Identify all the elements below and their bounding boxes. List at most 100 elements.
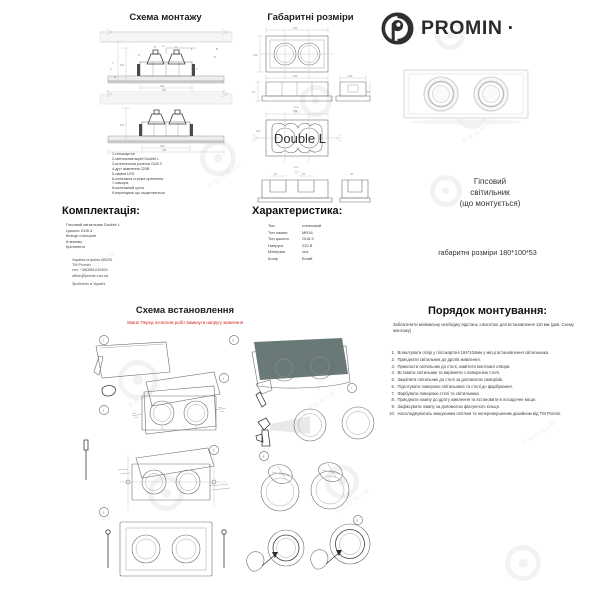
- spec-value: гіпс: [302, 249, 309, 254]
- mounting-steps-list: 1. Влаштувати отвір у гіпсокартоні 184*1…: [388, 350, 593, 418]
- svg-text:3: 3: [175, 45, 177, 49]
- svg-text:184: 184: [293, 109, 298, 113]
- kit-item: Гіпсовий світильник Double L: [66, 222, 121, 227]
- legend-item: 3-штепсельна розетка GU5.3: [112, 161, 162, 166]
- svg-text:184: 184: [162, 88, 167, 92]
- list-item: 10. Насолоджуватись вишуканим світлом та…: [388, 411, 593, 417]
- spec-key: Тип лампи: [268, 229, 288, 235]
- spec-key: Матеріал: [268, 249, 286, 254]
- svg-text:1: 1: [110, 67, 112, 71]
- legend-item: 6-монтажна стрічка кріплення: [112, 176, 164, 181]
- spec-value: 220 В: [302, 242, 313, 248]
- spec-value: GU5.3: [302, 236, 314, 241]
- list-item: 7. Фарбувати поверхню стелі та світильни…: [388, 391, 593, 397]
- svg-text:28: 28: [350, 172, 353, 176]
- product-type-line-2: світильник: [470, 188, 510, 197]
- product-type-line-3: (що монтується): [459, 199, 521, 208]
- list-item: 4. Вставити світильник та вирівняти з по…: [388, 370, 593, 376]
- section-title-mounting-order: Порядок монтування:: [427, 305, 548, 317]
- table-row: Тип стельовий: [268, 223, 321, 230]
- section-title-mounting-scheme: Схема монтажу: [129, 12, 202, 23]
- product-name-wrap: Double L: [0, 130, 600, 148]
- svg-text:184: 184: [162, 148, 167, 152]
- svg-text:9: 9: [356, 518, 358, 522]
- step-text: Приєднати лампу до дроту живлення та вст…: [397, 397, 537, 403]
- contact-phone: тел. +380961010300: [72, 268, 108, 273]
- legend-item: 1-гіпсокартон: [112, 152, 135, 156]
- step-number: 6.: [391, 383, 396, 389]
- brand-name: PROMIN: [421, 17, 503, 39]
- svg-text:3: 3: [102, 408, 104, 412]
- spec-value: Білий: [302, 255, 313, 261]
- step-number: 9.: [391, 404, 396, 410]
- svg-text:7: 7: [196, 67, 198, 71]
- list-item: 1. Влаштувати отвір у гіпсокартоні 184*1…: [388, 350, 593, 356]
- svg-text:100: 100: [348, 74, 353, 78]
- table-row: Напруга 220 В: [268, 243, 321, 250]
- safety-warning: Увага! Перед початком робіт вимкнути нап…: [126, 320, 244, 325]
- spec-key: Напруга: [268, 242, 284, 248]
- brand-dot: ·: [507, 17, 515, 39]
- svg-text:6: 6: [214, 55, 216, 59]
- step-text: Прикласти світильник до стелі, намітити …: [397, 363, 511, 369]
- table-row: Матеріал гіпс: [268, 249, 321, 256]
- svg-text:8: 8: [216, 47, 218, 51]
- svg-text:53: 53: [367, 90, 370, 94]
- step-text: Влаштувати отвір у гіпсокартоні 184*104м…: [397, 350, 550, 355]
- spec-key: Тип цоколя: [268, 236, 289, 241]
- step-text: Фарбувати поверхню стелі та світильника: [397, 390, 479, 396]
- legend-item: 5-лампа LED: [112, 171, 135, 176]
- svg-text:110: 110: [120, 123, 125, 127]
- step-number: 1.: [391, 350, 396, 355]
- spec-key: Колір: [268, 255, 278, 261]
- legend-item: 4-дріт живлення 220В: [112, 166, 150, 171]
- svg-text:180: 180: [160, 144, 165, 148]
- legend-list: 1-гіпсокартон 2-світильник виріб Double …: [112, 152, 165, 196]
- section-title-characteristics: Характеристика:: [252, 205, 343, 217]
- legend-item: 7-саморіз: [112, 181, 129, 186]
- svg-text:1: 1: [191, 47, 193, 51]
- brand-logo: PROMIN ·: [381, 12, 514, 45]
- watermark-text: PROMIN: [521, 419, 559, 448]
- step-text: Вставити світильник та вирівняти з повер…: [397, 370, 500, 376]
- step-number: 7.: [391, 390, 396, 396]
- step-text: Насолоджуватись вишуканим світлом та неп…: [397, 411, 562, 417]
- step-number: 5.: [391, 377, 396, 383]
- svg-text:6: 6: [232, 338, 234, 342]
- svg-text:4: 4: [212, 448, 214, 452]
- svg-text:7: 7: [350, 386, 352, 390]
- svg-text:9: 9: [114, 75, 116, 79]
- product-dimensions-label: габаритні розміри 180*100*53: [438, 248, 537, 257]
- list-item: 6. Підготувати поверхню світильника та с…: [388, 384, 593, 390]
- svg-text:53: 53: [274, 172, 277, 176]
- contact-company: TM Promin: [72, 263, 91, 268]
- product-name: Double L: [273, 131, 327, 146]
- contact-origin: Зроблено в Україні: [72, 281, 106, 286]
- svg-text:h: h: [112, 61, 114, 65]
- installation-diagram: 1 2 3 4: [58, 330, 378, 592]
- dimension-drawing: 180 100 180 53 100 53: [251, 26, 370, 203]
- step-number: 8.: [391, 397, 396, 403]
- spec-value: стельовий: [302, 223, 322, 228]
- spec-key: Тип: [268, 223, 275, 228]
- section-title-dimensions: Габаритні розміри: [267, 12, 354, 23]
- contact-address: Україна м.Ірпінь 08205: [72, 258, 112, 262]
- step-number: 2.: [391, 356, 396, 362]
- svg-text:53: 53: [302, 172, 305, 176]
- section-title-install-scheme: Схема встановлення: [135, 305, 235, 316]
- kit-item: Кріплення: [66, 244, 85, 250]
- step-number: 4.: [391, 370, 396, 376]
- characteristics-table: Тип стельовий Тип лампи MR16 Тип цоколя …: [268, 223, 321, 262]
- svg-text:1: 1: [102, 338, 104, 342]
- watermark-text: PROMIN: [207, 161, 245, 190]
- product-photo: [396, 62, 536, 125]
- product-type: Гіпсовий світильник (що монтується): [390, 176, 590, 209]
- mounting-intro: Забезпечити мінімальну необхідну відстан…: [393, 322, 574, 333]
- svg-text:104: 104: [256, 129, 261, 133]
- promin-logo-icon: [381, 12, 414, 45]
- list-item: 2. Приєднати світильник до дротів живлен…: [388, 357, 593, 363]
- step-text: Закріпити світильник до стелі за допомог…: [397, 377, 504, 383]
- step-text: Підготувати поверхню світильника та стел…: [397, 383, 513, 389]
- kit-item: Кільце стопорне: [66, 233, 97, 239]
